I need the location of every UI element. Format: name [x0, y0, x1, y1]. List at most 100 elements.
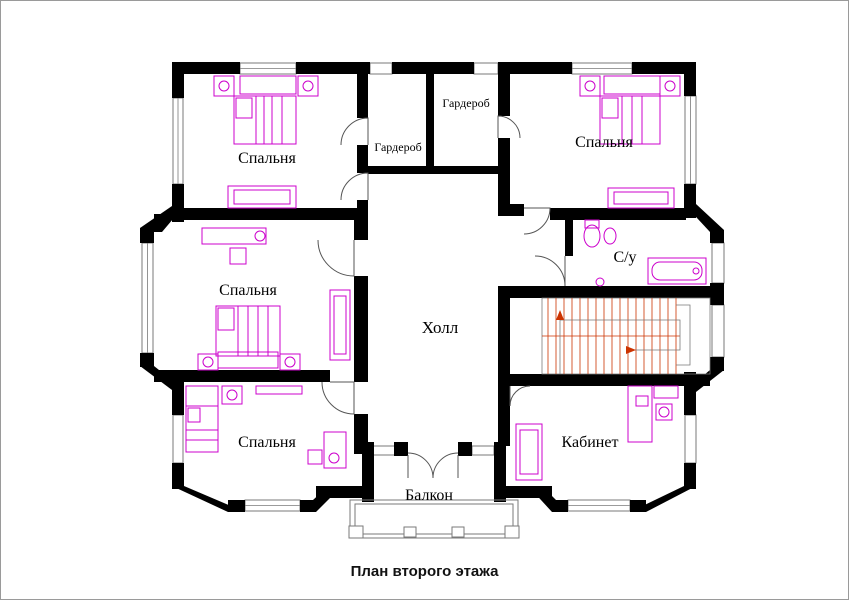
window-hall-right — [471, 445, 495, 456]
door-balcony-right — [432, 452, 459, 479]
wall-left-lower-2 — [172, 463, 184, 489]
window-bedroom-bottom-left-side — [172, 414, 184, 464]
wall-balcony-right — [494, 442, 506, 502]
doors — [317, 115, 566, 479]
door-bedroom-tl — [340, 172, 369, 201]
wall-bedroom-tl-right-2 — [357, 145, 368, 173]
wall-bedroom-tr-left-2 — [498, 138, 510, 216]
corner-bay-left-bottom — [140, 366, 184, 390]
bed-mid-left — [197, 305, 301, 371]
staircase — [541, 297, 711, 375]
door-bedroom-tr — [523, 207, 551, 235]
wall-mid-left-bottom — [154, 370, 330, 382]
window-stair — [711, 304, 725, 358]
desk-study — [627, 385, 679, 443]
sofa-study-seat — [519, 429, 539, 475]
wall-bedroom-tl-right-1 — [357, 74, 368, 118]
window-study-side — [684, 414, 697, 464]
wall-bay-left-bottom — [140, 353, 154, 367]
label-bedroom-top-right: Спальня — [575, 134, 633, 151]
wall-left-lower-1 — [172, 372, 184, 415]
wall-bay-left-top — [140, 230, 154, 243]
wall-bedroom-tr-left-1 — [498, 74, 510, 116]
desk-mid-left — [201, 227, 267, 265]
wall-balcony-left — [362, 442, 374, 502]
furniture — [185, 75, 707, 481]
walls — [140, 62, 724, 512]
wall-bathroom-left — [565, 220, 573, 256]
wall-study-top-1 — [498, 374, 710, 386]
wall-right-lower-2 — [684, 463, 696, 489]
wall-left-upper-1 — [172, 62, 184, 98]
wall-bottom-right-inner — [506, 486, 552, 498]
window-glass-lines — [147, 68, 691, 506]
label-hall: Холл — [422, 318, 459, 337]
door-bedroom-ml — [317, 239, 355, 277]
bay-corners — [140, 204, 724, 512]
wall-wardrobe-right-bottom — [434, 166, 498, 174]
label-bedroom-top-left: Спальня — [238, 150, 296, 167]
wall-hall-bottom-left — [394, 442, 408, 456]
window-hall-left — [372, 445, 396, 456]
plan-caption: План второго этажа — [350, 563, 499, 580]
wall-bay-right-mid — [710, 283, 724, 305]
door-balcony-left — [407, 452, 434, 479]
window-wardrobe-right — [473, 62, 499, 75]
wall-bay-right-bottom — [710, 357, 724, 371]
corner-bay-right-bottom — [684, 370, 724, 392]
corner-bottom-left — [172, 486, 245, 512]
label-bedroom-bottom-left: Спальня — [238, 434, 296, 451]
label-bedroom-mid-left: Спальня — [219, 282, 277, 299]
wall-right-upper-1 — [684, 62, 696, 96]
wall-wardrobe-left-bottom — [368, 166, 428, 174]
wall-bedroom-tr-bottom-1 — [510, 204, 524, 216]
wall-study-left — [498, 386, 510, 446]
label-bathroom: С/у — [613, 249, 636, 266]
wall-hall-bottom-right — [458, 442, 472, 456]
bed-bottom-left — [185, 385, 243, 453]
window-bathroom — [711, 242, 725, 284]
wall-bedroom-tl-bottom — [184, 208, 362, 220]
wall-bottom-left-inner — [316, 486, 362, 498]
desk-bottom-left — [307, 431, 347, 469]
door-wardrobe-right — [497, 115, 521, 139]
bed-top-right — [579, 75, 681, 145]
sofa-top-right-seat — [613, 191, 669, 205]
wall-top-2 — [296, 62, 370, 74]
wall-top-3 — [392, 62, 474, 74]
door-wardrobe-left — [340, 117, 369, 146]
sofa-mid-left — [329, 289, 351, 361]
label-balcony: Балкон — [405, 487, 453, 504]
corner-bottom-right-2 — [630, 486, 696, 512]
shelf-bottom-left — [255, 385, 303, 395]
wall-bathroom-bottom — [498, 286, 710, 298]
sofa-top-left-seat — [233, 189, 291, 205]
corner-bay-left-top — [140, 206, 184, 232]
label-wardrobe-right: Гардероб — [442, 96, 489, 110]
wall-mid-left-right-1 — [354, 220, 368, 240]
window-wardrobe-left — [369, 62, 393, 75]
wall-top-5 — [632, 62, 696, 74]
sofa-mid-left-seat — [333, 295, 347, 355]
label-wardrobe-left: Гардероб — [374, 140, 421, 154]
wall-stair-left — [498, 298, 510, 380]
room-labels: Спальня Гардероб Гардероб Спальня Спальн… — [219, 96, 636, 504]
door-bedroom-bl — [321, 381, 355, 415]
wall-wardrobe-divider — [426, 74, 434, 174]
sofa-top-right — [607, 187, 675, 209]
wall-bedroom-tl-right-3 — [357, 200, 368, 220]
sofa-study — [515, 423, 543, 481]
wall-mid-left-right-2 — [354, 276, 368, 382]
bed-top-left — [213, 75, 319, 145]
wall-top-4 — [498, 62, 572, 74]
bathroom-fixtures — [583, 219, 707, 287]
wall-top-1 — [172, 62, 240, 74]
corner-bay-right-top — [684, 204, 724, 232]
door-bathroom — [534, 255, 566, 287]
wall-bedroom-tr-bottom-2 — [550, 208, 686, 220]
wall-bay-right-top — [710, 230, 724, 243]
door-study — [509, 385, 531, 407]
wall-bedroom-bl-right — [354, 414, 368, 454]
